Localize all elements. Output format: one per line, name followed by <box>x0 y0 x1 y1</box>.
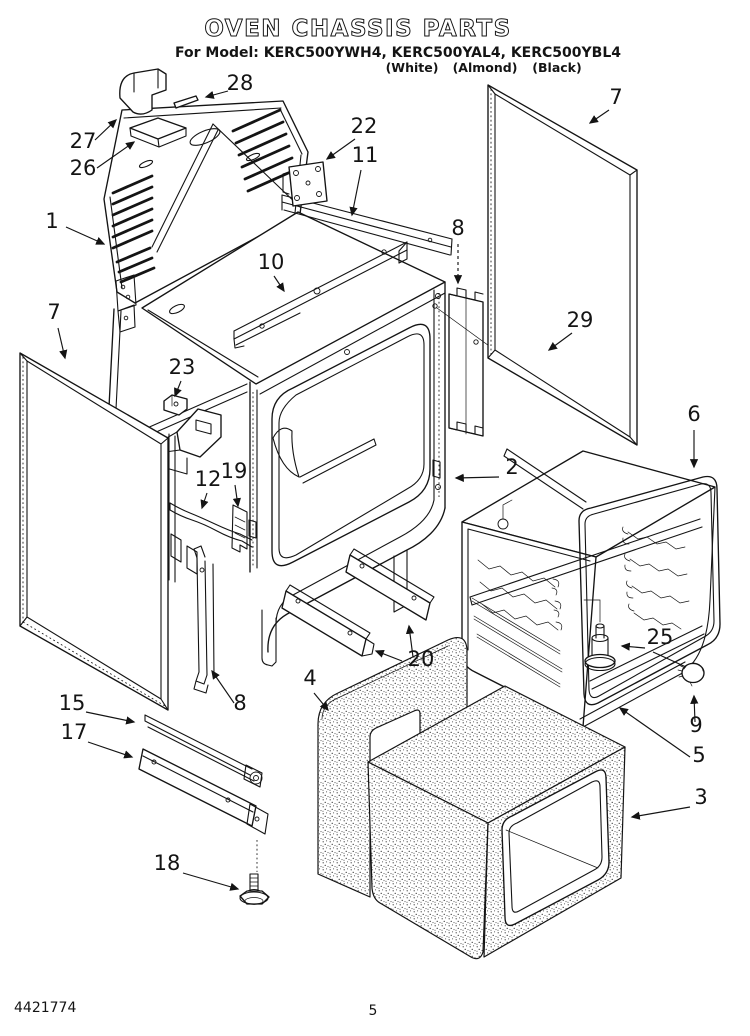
rail-part11 <box>281 194 453 256</box>
callout-arrow-9 <box>690 694 699 723</box>
strip-part28 <box>173 95 199 109</box>
front-trim-part12 <box>169 502 253 541</box>
callout-label-15: 15 <box>59 691 86 715</box>
plug-button-part9 <box>677 662 705 687</box>
pad-part26 <box>129 117 187 148</box>
callout-arrow-11 <box>349 169 362 217</box>
callout-arrow-17 <box>87 741 134 759</box>
callout-label-25: 25 <box>647 625 674 649</box>
page-title: OVEN CHASSIS PARTS <box>204 16 511 42</box>
clip-part23 <box>163 394 188 416</box>
callout-label-22: 22 <box>351 114 378 138</box>
callout-arrow-23 <box>174 380 182 398</box>
broil-element-left <box>477 559 560 596</box>
finish-black: (Black) <box>532 60 581 75</box>
callout-label-3: 3 <box>694 785 707 809</box>
callout-arrow-29 <box>547 332 573 351</box>
doc-number: 4421774 <box>14 1000 76 1016</box>
callout-arrow-8a <box>211 669 235 704</box>
insulation-box-part3 <box>367 685 626 960</box>
finish-almond: (Almond) <box>453 60 518 75</box>
mounting-plate-part22 <box>282 161 328 207</box>
bottom-bracket-part8-left <box>193 545 215 694</box>
top-frame-drawing <box>141 161 453 395</box>
callout-label-6: 6 <box>687 402 700 426</box>
callout-arrow-26 <box>96 141 136 169</box>
slide-rail-part17 <box>138 748 269 835</box>
model-line: For Model: KERC500YWH4, KERC500YAL4, KER… <box>175 45 621 61</box>
callout-arrow-7a <box>57 327 68 360</box>
callout-label-17: 17 <box>61 720 88 744</box>
callout-label-20: 20 <box>408 647 435 671</box>
page-number: 5 <box>369 1003 378 1019</box>
callout-arrow-27 <box>94 119 117 141</box>
callout-arrow-15 <box>85 711 136 725</box>
callout-label-28: 28 <box>227 71 254 95</box>
callout-label-8a: 8 <box>233 691 246 715</box>
back-panel-drawing <box>103 100 309 333</box>
callout-label-10: 10 <box>258 250 285 274</box>
callout-arrow-22 <box>325 138 356 160</box>
callout-arrow-2 <box>454 473 500 482</box>
callout-label-12: 12 <box>195 467 222 491</box>
callout-label-18: 18 <box>154 851 181 875</box>
callout-label-5: 5 <box>692 743 705 767</box>
callout-label-19: 19 <box>221 459 248 483</box>
callout-label-2: 2 <box>505 455 518 479</box>
callout-arrow-20 <box>374 649 403 662</box>
callout-label-9: 9 <box>689 713 702 737</box>
rail-part10 <box>233 241 408 349</box>
callout-label-11: 11 <box>352 143 379 167</box>
callout-label-1: 1 <box>45 209 58 233</box>
callout-arrow-4 <box>313 692 329 712</box>
leveling-foot-part18 <box>239 840 270 905</box>
vent-duct-housing <box>164 408 222 475</box>
callout-arrow-5 <box>618 707 691 758</box>
callout-arrow-7b <box>588 109 610 124</box>
callout-arrow-19 <box>232 484 241 508</box>
callout-label-8b: 8 <box>451 216 464 240</box>
clip-part19 <box>231 504 248 553</box>
callout-arrow-28 <box>204 90 229 99</box>
bracket-part27 <box>119 68 167 115</box>
callout-label-7b: 7 <box>609 85 622 109</box>
callout-arrow-20 <box>405 624 415 658</box>
heat-shield-bracket-part8-right <box>448 287 484 437</box>
front-frame-drawing <box>248 281 446 667</box>
callout-arrow-18 <box>182 872 240 891</box>
right-side-panel-part7 <box>487 84 638 446</box>
callout-arrow-1 <box>65 226 106 245</box>
callout-label-7a: 7 <box>47 300 60 324</box>
callout-arrow-12 <box>200 492 209 510</box>
oven-liner-assembly <box>461 448 721 728</box>
left-side-panel-part7 <box>19 352 169 711</box>
callout-label-23: 23 <box>169 355 196 379</box>
callout-line-25 <box>652 651 687 668</box>
callout-arrow-3 <box>630 806 691 820</box>
finish-white: (White) <box>386 60 439 75</box>
callout-arrow-25 <box>620 642 646 651</box>
callout-label-26: 26 <box>70 156 97 180</box>
rack-frame-part6 <box>469 448 721 706</box>
callout-label-27: 27 <box>70 129 97 153</box>
callout-label-4: 4 <box>303 666 316 690</box>
callout-label-29: 29 <box>567 308 594 332</box>
bottom-rails-part20 <box>281 548 435 657</box>
slide-rail-part15 <box>144 714 263 788</box>
callout-arrow-10 <box>273 275 285 293</box>
support-part25 <box>583 599 616 672</box>
